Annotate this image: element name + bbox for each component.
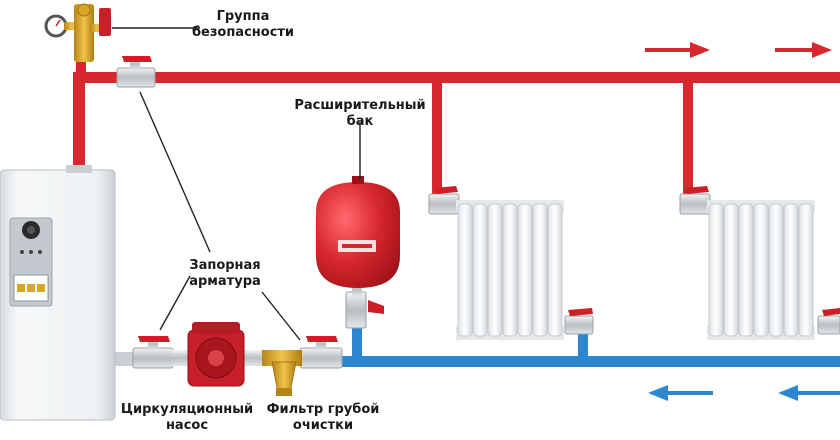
coarse-filter-label-line1: Фильтр грубой <box>266 402 380 417</box>
expansion-tank-label-line1: Расширительный <box>294 98 426 113</box>
shutoff-valves-label-line1: Запорная <box>189 258 261 273</box>
return-arrow-2 <box>778 385 840 401</box>
safety-group-riser <box>76 55 86 75</box>
circulation-pump-label-line2: насос <box>165 418 209 433</box>
safety-group-label: Группа безопасности <box>178 9 308 41</box>
supply-pipes <box>73 55 840 196</box>
shutoff-valves-label-line2: арматура <box>189 274 261 289</box>
tank-return-riser <box>352 320 362 362</box>
expansion-tank-label-line2: бак <box>346 114 374 129</box>
ball-valve-boiler-return <box>132 336 174 369</box>
supply-arrow-2 <box>775 42 832 58</box>
return-main-pipe <box>340 356 840 367</box>
circulation-pump-label-line1: Циркуляционный <box>120 402 254 417</box>
radiator1-return-riser <box>578 330 588 362</box>
shutoff-leader-right <box>261 291 301 341</box>
circulation-pump-label: Циркуляционный насос <box>112 402 262 434</box>
ball-valve-filter-side <box>299 336 343 369</box>
radiator1-return-valve <box>564 308 594 335</box>
expansion-tank-label: Расширительный бак <box>285 98 435 130</box>
coarse-filter-label-line2: очистки <box>292 418 354 433</box>
radiator-1 <box>456 200 564 340</box>
expansion-tank-icon <box>316 176 400 296</box>
supply-arrow-1 <box>645 42 710 58</box>
ball-valve-top <box>116 56 156 88</box>
shutoff-leader-top <box>139 91 211 253</box>
electric-boiler <box>0 165 116 421</box>
shutoff-valves-label: Запорная арматура <box>170 258 280 290</box>
radiator1-supply-drop <box>432 78 442 196</box>
shutoff-leader-left <box>159 275 191 331</box>
return-arrow-1 <box>648 385 713 401</box>
leader-lines <box>112 27 361 341</box>
circulation-pump-icon <box>172 322 266 387</box>
radiator2-supply-drop <box>683 78 693 196</box>
boiler-supply-riser <box>73 72 85 172</box>
radiator-2 <box>707 200 815 340</box>
safety-group-icon <box>44 3 111 62</box>
radiator1-supply-valve <box>428 186 460 215</box>
ball-valve-tank <box>345 291 384 329</box>
coarse-filter-label: Фильтр грубой очистки <box>258 402 388 434</box>
circuit-breakers-icon <box>13 274 49 302</box>
safety-group-label-line2: безопасности <box>191 25 295 40</box>
supply-main-pipe <box>80 72 840 83</box>
safety-group-label-line1: Группа <box>216 9 270 24</box>
air-vent-icon <box>77 3 91 17</box>
coarse-filter-icon <box>262 350 302 396</box>
radiator2-return-valve <box>817 308 840 335</box>
